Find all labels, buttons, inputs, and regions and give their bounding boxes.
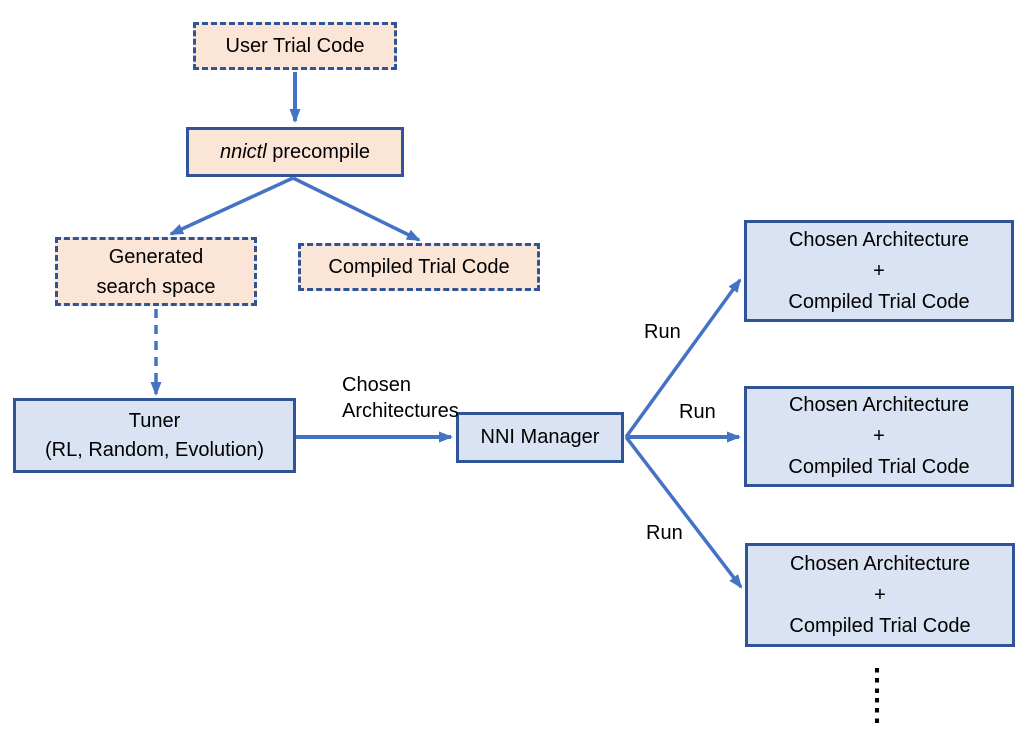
chosen-architectures-line1: Chosen [342,374,411,396]
arrow-precompile-to-compiled-code [292,176,421,242]
label-run-middle: Run [679,401,716,423]
chosen-architectures-line2: Architectures [342,400,459,422]
arrow-precompile-to-search-space [169,176,294,236]
arrow-manager-to-trial-3 [624,435,743,589]
generated-search-space-line2: search space [96,275,216,298]
user-trial-code-label: User Trial Code [225,34,365,57]
trial-1-line1: Chosen Architecture [788,228,970,251]
node-nnictl-precompile: nnictl precompile [186,127,404,177]
generated-search-space-line1: Generated [108,245,204,268]
node-tuner: Tuner (RL, Random, Evolution) [13,398,296,473]
label-run-bottom: Run [646,522,683,544]
label-run-top: Run [644,321,681,343]
node-compiled-trial-code: Compiled Trial Code [298,243,540,291]
node-trial-output-2: Chosen Architecture + Compiled Trial Cod… [744,386,1014,487]
trial-2-line2: + [873,425,885,447]
compiled-trial-code-label: Compiled Trial Code [328,255,510,278]
node-trial-output-3: Chosen Architecture + Compiled Trial Cod… [745,543,1015,647]
ellipsis-top: ⋮ [862,664,892,697]
nnictl-command-text: nnictl [219,140,267,163]
vertical-ellipsis-icon: ⋮ ⋮ [862,666,892,726]
tuner-line2: (RL, Random, Evolution) [45,438,264,461]
label-chosen-architectures: Chosen Architectures [342,372,459,424]
nnictl-precompile-label: nnictl precompile [220,138,370,167]
precompile-text: precompile [266,140,371,163]
node-user-trial-code: User Trial Code [193,22,397,70]
tuner-line1: Tuner [128,409,181,432]
node-nni-manager: NNI Manager [456,412,624,463]
trial-2-line3: Compiled Trial Code [788,456,970,478]
node-generated-search-space: Generated search space [55,237,257,306]
nni-manager-label: NNI Manager [480,426,600,448]
trial-3-line2: + [874,583,886,606]
trial-2-line1: Chosen Architecture [788,394,970,416]
trial-3-line3: Compiled Trial Code [789,614,971,637]
trial-1-line2: + [873,259,885,282]
trial-1-line3: Compiled Trial Code [788,290,970,313]
trial-3-line1: Chosen Architecture [789,552,971,575]
ellipsis-bottom: ⋮ [862,694,892,727]
node-trial-output-1: Chosen Architecture + Compiled Trial Cod… [744,220,1014,322]
